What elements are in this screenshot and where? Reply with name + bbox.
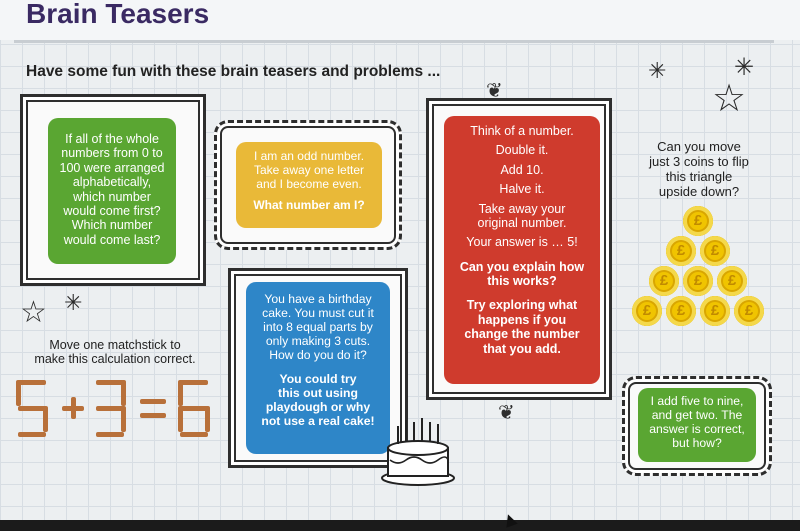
think-number-extension: change the number — [464, 327, 580, 342]
coin-icon: £ — [683, 206, 713, 236]
cake-line: cake. You must cut it — [262, 306, 374, 321]
matchstick — [96, 432, 124, 437]
matchstick — [18, 380, 46, 385]
think-number-step: Halve it. — [499, 182, 545, 197]
matchstick — [96, 380, 124, 385]
coin-icon: £ — [700, 296, 730, 326]
matchstick-line: make this calculation correct. — [34, 352, 196, 367]
think-number-question: Can you explain how — [459, 259, 585, 274]
title-banner — [0, 0, 800, 40]
matchstick — [121, 380, 126, 406]
matchstick-puzzle-text: Move one matchstick to make this calcula… — [20, 338, 210, 367]
coins-line: upside down? — [658, 183, 740, 199]
five-nine-line: answer is correct, — [649, 422, 745, 437]
matchstick — [18, 432, 46, 437]
cake-hint: playdough or why — [265, 400, 371, 415]
coin-icon: £ — [666, 236, 696, 266]
coin-icon: £ — [632, 296, 662, 326]
alphabet-line: If all of the whole — [65, 132, 159, 146]
coin-icon: £ — [734, 296, 764, 326]
think-number-step: Take away your — [478, 201, 566, 216]
odd-number-line: Take away one letter — [253, 162, 365, 177]
coin-icon: £ — [666, 296, 696, 326]
coins-line: Can you move — [657, 139, 741, 154]
coin-icon: £ — [700, 236, 730, 266]
cake-line: You have a birthday — [264, 292, 372, 306]
screen-bezel — [0, 520, 800, 531]
matchstick — [178, 380, 183, 406]
matchstick — [140, 413, 166, 418]
cake-line: only making 3 cuts. — [265, 334, 371, 349]
cake-hint: not use a real cake! — [261, 414, 375, 429]
think-number-step: original number. — [477, 215, 567, 230]
five-nine-puzzle-card: I add five to nine, and get two. The ans… — [638, 388, 756, 462]
alphabet-line: alphabetically, — [72, 175, 152, 190]
coins-line: just 3 coins to flip — [649, 153, 749, 169]
asterisk-star-icon: ✳ — [64, 290, 83, 315]
think-number-puzzle-card: Think of a number. Double it. Add 10. Ha… — [444, 116, 600, 384]
think-number-extension: Try exploring what — [466, 298, 578, 313]
coin-icon: £ — [683, 266, 713, 296]
matchstick — [96, 406, 124, 411]
cake-hint: You could try — [279, 372, 357, 387]
five-nine-line: but how? — [672, 436, 722, 451]
five-nine-line: and get two. The — [651, 408, 743, 423]
birthday-cake-icon — [381, 418, 455, 486]
page-title: Brain Teasers — [26, 0, 210, 29]
matchstick — [178, 406, 183, 432]
matchstick — [71, 397, 76, 419]
page-subtitle: Have some fun with these brain teasers a… — [26, 63, 441, 80]
matchstick — [140, 399, 166, 404]
matchstick-line: Move one matchstick to — [49, 338, 181, 352]
scroll-curl-icon: ❦ — [486, 80, 503, 102]
star-outline-icon: ☆ — [20, 296, 47, 329]
cake-puzzle-card: You have a birthday cake. You must cut i… — [246, 282, 390, 454]
cake-line: into 8 equal parts by — [263, 320, 373, 335]
title-divider — [14, 40, 774, 43]
matchstick — [43, 406, 48, 432]
matchstick — [180, 432, 208, 437]
odd-number-line: I am an odd number. — [253, 149, 365, 163]
think-number-extension: that you add. — [483, 341, 561, 356]
matchstick — [16, 380, 21, 406]
coins-puzzle-text: Can you move just 3 coins to flip this t… — [636, 139, 762, 200]
five-nine-line: I add five to nine, — [650, 394, 744, 408]
think-number-step: Think of a number. — [470, 124, 574, 138]
coins-line: this triangle — [665, 168, 733, 184]
think-number-extension: happens if you — [477, 312, 567, 327]
worksheet: Brain Teasers Have some fun with these b… — [0, 0, 800, 520]
coin-icon: £ — [717, 266, 747, 296]
cake-line: How do you do it? — [269, 348, 367, 363]
alphabet-line: 100 were arranged — [59, 160, 165, 175]
asterisk-star-icon: ✳ — [734, 54, 755, 81]
matchstick — [180, 380, 208, 385]
matchstick — [205, 406, 210, 432]
alphabet-line: Which number — [71, 218, 153, 233]
alphabet-line: would come last? — [63, 232, 161, 247]
star-outline-icon: ☆ — [712, 78, 747, 120]
odd-number-line: and I become even. — [256, 176, 362, 191]
think-number-step: Double it. — [495, 143, 549, 158]
alphabet-line: would come first? — [63, 203, 161, 218]
matchstick — [180, 406, 208, 411]
think-number-step: Add 10. — [500, 162, 544, 177]
odd-number-question: What number am I? — [253, 198, 365, 213]
coin-icon: £ — [649, 266, 679, 296]
alphabet-puzzle-card: If all of the whole numbers from 0 to 10… — [48, 118, 176, 264]
odd-number-puzzle-card: I am an odd number. Take away one letter… — [236, 142, 382, 228]
matchstick — [121, 406, 126, 432]
think-number-question: this works? — [487, 274, 557, 288]
scroll-curl-icon: ❦ — [498, 402, 515, 424]
cake-hint: this out using — [278, 386, 358, 401]
asterisk-star-icon: ✳ — [648, 58, 667, 83]
alphabet-line: numbers from 0 to — [61, 146, 163, 161]
matchstick — [18, 406, 46, 411]
alphabet-line: which number — [73, 189, 151, 204]
think-number-step: Your answer is … 5! — [466, 235, 578, 250]
